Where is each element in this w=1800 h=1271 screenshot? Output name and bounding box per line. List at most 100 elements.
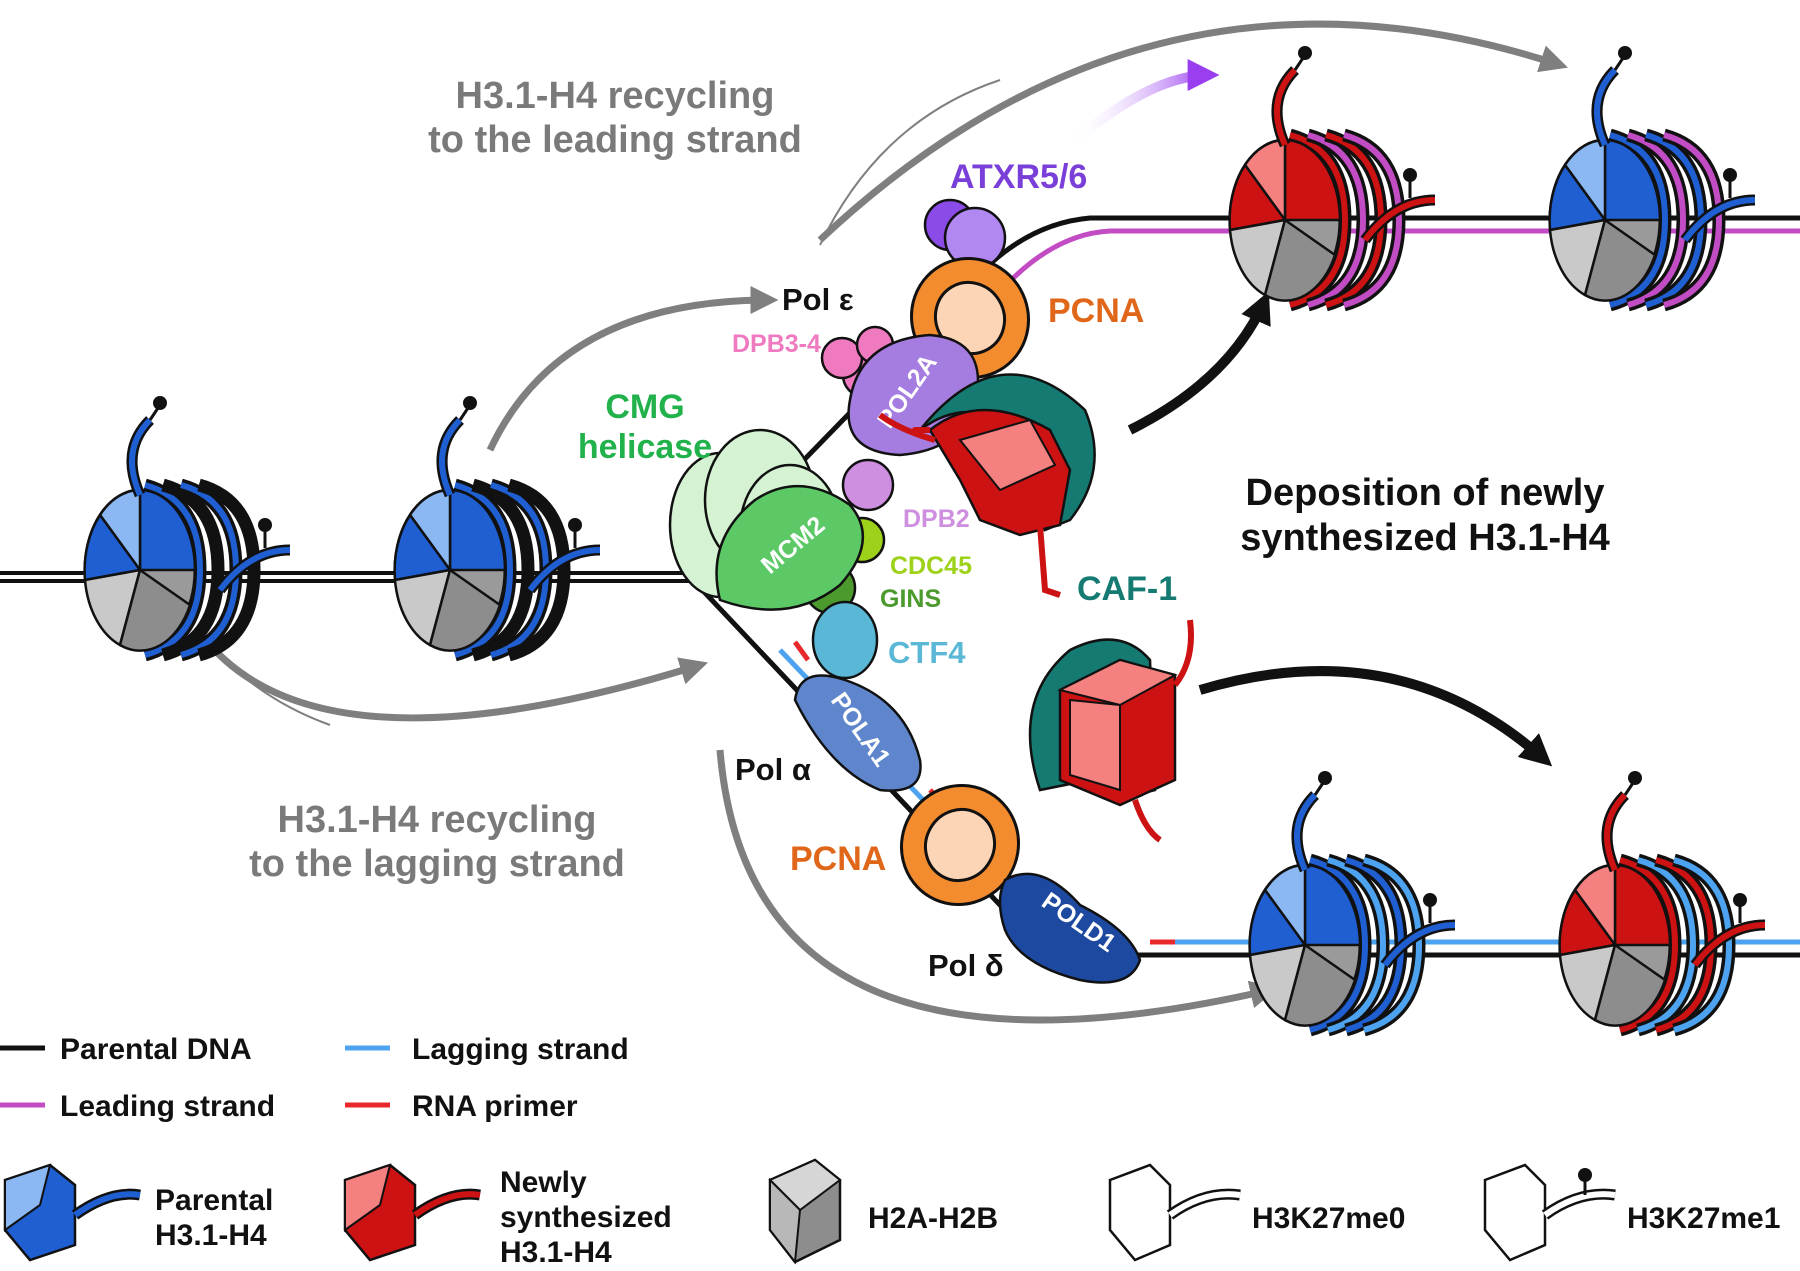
- heading-lagging-line2: to the lagging strand: [249, 843, 625, 885]
- arrow-parental-to-top-right: [817, 20, 1568, 243]
- arrow-caf1-top: [1127, 291, 1271, 435]
- nucleosomes: [83, 46, 1766, 1037]
- legend-new-line1: Newly: [500, 1166, 587, 1199]
- dna-wrap-color: [1363, 857, 1423, 1033]
- methyl-mark: [1403, 168, 1417, 182]
- legend-lagging-strand: Lagging strand: [345, 1033, 629, 1066]
- heading-lagging-recycling: H3.1-H4 recycling to the lagging strand: [249, 799, 625, 885]
- dna-wrap-color: [1609, 132, 1669, 308]
- caf1-label: CAF-1: [1077, 570, 1177, 608]
- cdc45-label: CDC45: [890, 552, 972, 580]
- pol-alpha-label: Pol α: [735, 752, 811, 787]
- caf1-top: [878, 373, 1096, 598]
- legend-rna-primer-label: RNA primer: [412, 1090, 578, 1123]
- dna-wrap-color: [162, 482, 222, 658]
- heading-leading-line1: H3.1-H4 recycling: [456, 75, 775, 117]
- nucleosome-lagging-new: [1558, 771, 1766, 1037]
- legend-parental-line1: Parental: [155, 1184, 273, 1217]
- dna-wrap-color: [1343, 132, 1403, 308]
- mcm2-subunit: MCM2: [715, 484, 865, 611]
- dna-wrap-color: [1627, 132, 1687, 308]
- cmg-label: CMG helicase: [578, 388, 712, 466]
- heading-leading-line2: to the leading strand: [428, 119, 802, 161]
- dna-wrap-color: [198, 482, 258, 658]
- methyl-mark: [1723, 168, 1737, 182]
- dpb2-label: DPB2: [903, 505, 970, 533]
- ctf4-label: CTF4: [888, 635, 966, 670]
- legend-new-line3: H3.1-H4: [500, 1236, 612, 1269]
- arrow-atxr: [1066, 59, 1220, 149]
- legend-leading-strand: Leading strand: [0, 1090, 275, 1123]
- h3k27me0-icon: [1108, 1163, 1241, 1262]
- legend-leading-strand-label: Leading strand: [60, 1090, 275, 1123]
- legend-parental-dna: Parental DNA: [0, 1033, 252, 1066]
- pcna-top-label: PCNA: [1048, 292, 1144, 330]
- pcna-bottom-label: PCNA: [790, 840, 886, 878]
- new-h3-h4-icon: [343, 1163, 481, 1262]
- heading-deposition-line2: synthesized H3.1-H4: [1240, 517, 1610, 559]
- nucleosome-leading-new: [1228, 46, 1436, 312]
- nucleosome-parental-2: [393, 396, 601, 662]
- nucleosome-parental-1: [83, 396, 291, 662]
- dna-wrap-color: [454, 482, 514, 658]
- pold1-subunit: POLD1: [998, 872, 1142, 984]
- cmg-label-line2: helicase: [578, 428, 712, 466]
- heading-leading-recycling: H3.1-H4 recycling to the leading strand: [428, 75, 802, 161]
- methyl-mark: [1628, 771, 1642, 785]
- methyl-mark: [153, 396, 167, 410]
- caf1-bottom: [1028, 619, 1194, 843]
- methyl-mark: [1298, 46, 1312, 60]
- dna-wrap-color: [1663, 132, 1723, 308]
- heading-deposition-line1: Deposition of newly: [1246, 472, 1605, 514]
- methyl-mark: [1733, 893, 1747, 907]
- arrows: [207, 20, 1568, 1024]
- arrow-thin-to-leading: [819, 79, 1001, 246]
- arrow-bottom-recycling: [207, 642, 709, 722]
- pol-epsilon-label: Pol ε: [782, 282, 854, 317]
- legend-new-line2: synthesized: [500, 1201, 672, 1234]
- legend-h2a-h2b-label: H2A-H2B: [868, 1202, 998, 1235]
- nucleosome-lagging-parental: [1248, 771, 1456, 1037]
- arrow-caf1-bottom: [1198, 666, 1553, 767]
- arrow-thin-bottom: [209, 644, 331, 726]
- legend-h3k27me0-label: H3K27me0: [1252, 1202, 1405, 1235]
- dna-wrap-color: [1637, 857, 1697, 1033]
- pcna-ring-bottom: [899, 783, 1021, 907]
- dna-wrap-color: [1327, 857, 1387, 1033]
- dpb34-label: DPB3-4: [732, 330, 821, 358]
- cmg-label-line1: CMG: [605, 388, 684, 426]
- methyl-mark: [258, 518, 272, 532]
- strand-legend: Parental DNA Lagging strand Leading stra…: [0, 1033, 629, 1123]
- heading-deposition: Deposition of newly synthesized H3.1-H4: [1240, 472, 1610, 559]
- dna-wrap-color: [1619, 857, 1679, 1033]
- parental-h3-h4-icon: [3, 1163, 141, 1262]
- arrow-lagging-to-nucleosome: [716, 749, 1279, 1024]
- pol-delta-label: Pol δ: [928, 948, 1004, 983]
- methyl-mark: [1618, 46, 1632, 60]
- methyl-mark: [463, 396, 477, 410]
- dna-wrap-color: [1307, 132, 1367, 308]
- h2a-h2b-icon: [768, 1158, 842, 1265]
- legend-parental-dna-label: Parental DNA: [60, 1033, 252, 1066]
- methyl-mark: [1318, 771, 1332, 785]
- nucleosome-leading-parental: [1548, 46, 1756, 312]
- dna-wrap-color: [144, 482, 204, 658]
- dna-wrap-color: [1289, 132, 1349, 308]
- legend-lagging-strand-label: Lagging strand: [412, 1033, 629, 1066]
- dna-wrap-color: [1673, 857, 1733, 1033]
- pola1-subunit: POLA1: [793, 674, 922, 792]
- dna-wrap-color: [508, 482, 568, 658]
- dna-wrap-color: [1309, 857, 1369, 1033]
- legend-h3k27me1-label: H3K27me1: [1627, 1202, 1780, 1235]
- histone-legend: Parental H3.1-H4 Newly synthesized H3.1-…: [3, 1158, 1780, 1269]
- h3k27me1-icon: [1483, 1163, 1616, 1262]
- methyl-mark: [1423, 893, 1437, 907]
- arrow-to-pol-epsilon: [486, 286, 779, 452]
- dpb2-subunit: [841, 458, 895, 512]
- ctf4-subunit: [811, 600, 879, 680]
- methyl-mark: [568, 518, 582, 532]
- legend-rna-primer: RNA primer: [345, 1090, 578, 1123]
- heading-lagging-line1: H3.1-H4 recycling: [278, 799, 597, 841]
- legend-parental-line2: H3.1-H4: [155, 1219, 267, 1252]
- gins-label: GINS: [880, 585, 941, 613]
